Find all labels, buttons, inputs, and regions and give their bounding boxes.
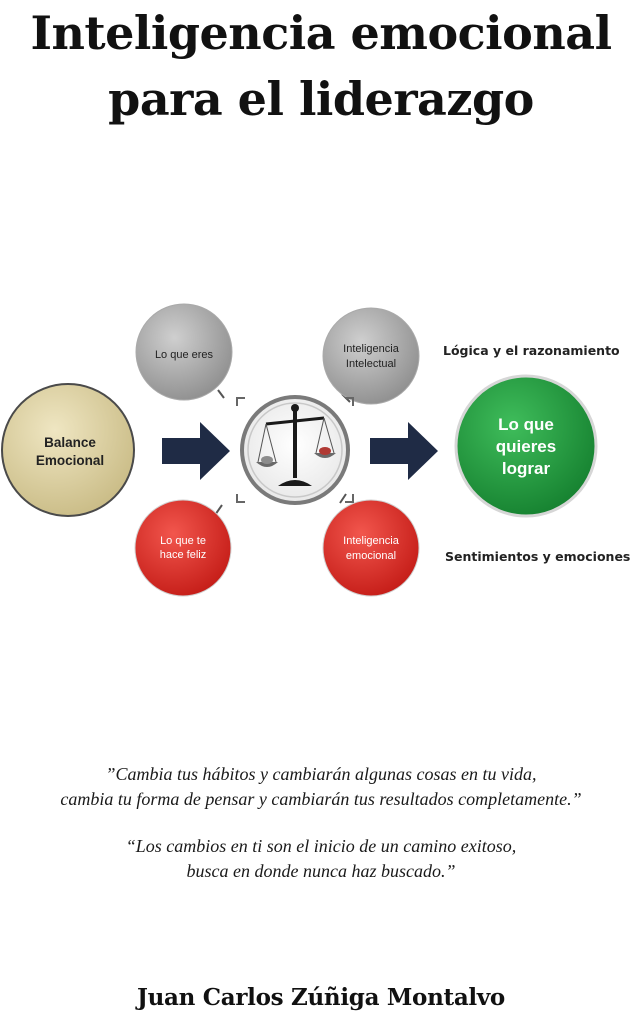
quote-1-line-2: cambia tu forma de pensar y cambiarán tu… [60,789,582,809]
feliz-label-2: hace feliz [160,549,206,561]
emocional-label-2: emocional [346,550,396,562]
lo-que-eres-circle: Lo que eres [135,303,233,401]
balance-label-1: Balance [44,435,96,450]
goal-label-3: lograr [502,459,551,478]
logica-label: Lógica y el razonamiento [443,343,620,358]
leadership-diagram: Balance Emocional Lo que eres Lo que te … [1,303,630,597]
lo-que-eres-label: Lo que eres [155,349,214,361]
balance-emocional-circle: Balance Emocional [1,383,135,517]
author-name: Juan Carlos Zúñiga Montalvo [137,984,505,1011]
balance-label-2: Emocional [36,453,104,468]
quote-2-line-1: “Los cambios en ti son el inicio de un c… [125,836,517,856]
title-line-1: Inteligencia emocional [30,6,612,60]
lo-que-quieres-lograr-circle: Lo que quieres lograr [454,374,598,518]
right-arrow-icon [370,422,438,480]
lo-que-te-hace-feliz-circle: Lo que te hace feliz [134,499,232,597]
goal-label-1: Lo que [498,415,554,434]
title-line-2: para el liderazgo [108,72,534,126]
quote-1: ”Cambia tus hábitos y cambiarán algunas … [0,762,642,812]
sentimientos-label: Sentimientos y emociones [445,549,630,564]
intelectual-label-1: Inteligencia [343,343,400,355]
inteligencia-intelectual-circle: Inteligencia Intelectual [322,307,420,405]
quotes-block: ”Cambia tus hábitos y cambiarán algunas … [0,762,642,906]
scale-center-circle [236,395,354,505]
left-arrow-icon [162,422,230,480]
quote-1-line-1: ”Cambia tus hábitos y cambiarán algunas … [105,764,537,784]
goal-label-2: quieres [496,437,556,456]
quote-2: “Los cambios en ti son el inicio de un c… [0,834,642,884]
intelectual-label-2: Intelectual [346,358,396,370]
balance-scale-icon [256,404,336,486]
feliz-label-1: Lo que te [160,535,206,547]
inteligencia-emocional-circle: Inteligencia emocional [322,499,420,597]
quote-2-line-2: busca en donde nunca haz buscado.” [186,861,456,881]
emocional-label-1: Inteligencia [343,535,400,547]
book-title: Inteligencia emocional para el liderazgo [0,0,642,132]
